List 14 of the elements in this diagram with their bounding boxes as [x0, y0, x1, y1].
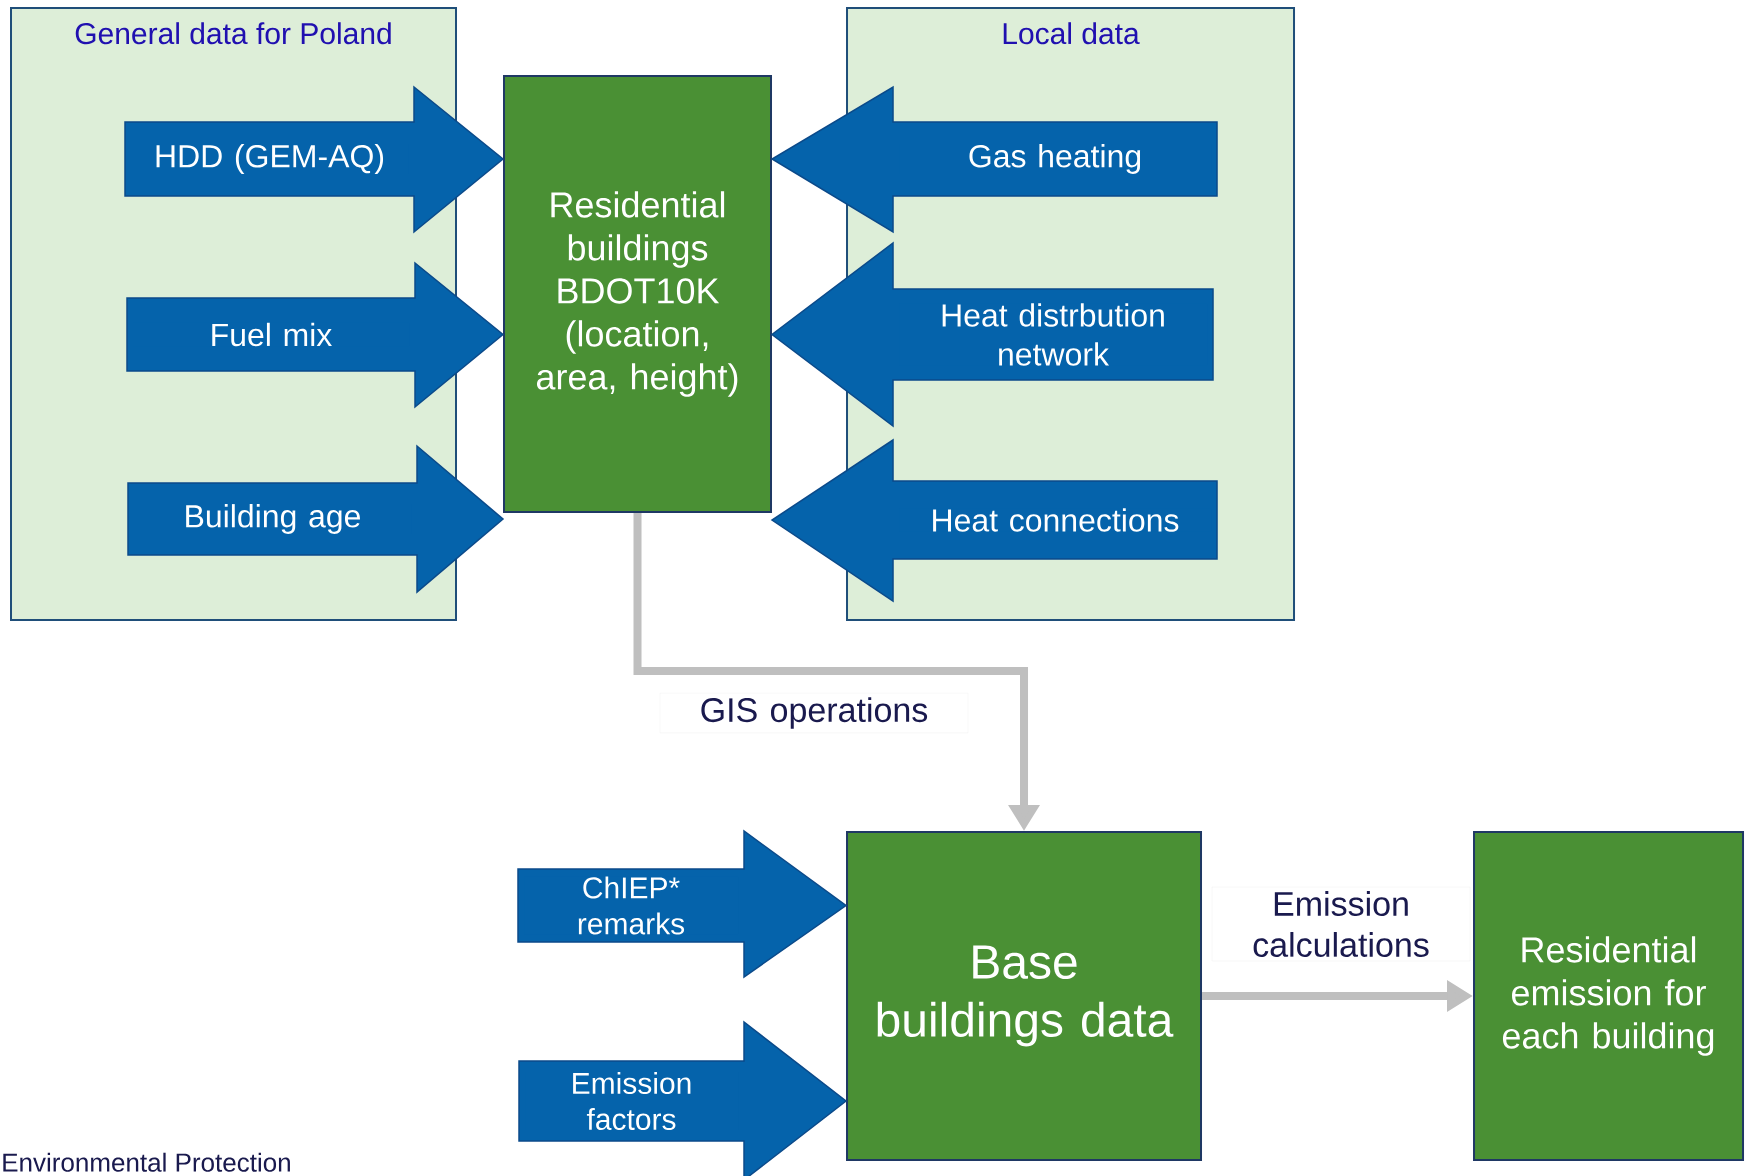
edge-label: Heat connections: [933, 508, 1179, 532]
edge-label: HDD (GEM-AQ): [156, 144, 384, 174]
edge-label: GIS operations: [701, 697, 928, 729]
edge-label: Gas heating: [969, 144, 1141, 174]
process-box: Residential emission for each building: [1473, 831, 1744, 1161]
edge-label: Heat distrbution network: [942, 303, 1164, 366]
process-box: Base buildings data: [846, 831, 1202, 1161]
edge-label: ChIEP* remarks: [578, 876, 685, 935]
edge-label: Building age: [186, 504, 360, 534]
footer-text: Environmental Protection: [3, 1152, 290, 1172]
edge-label: Fuel mix: [212, 322, 332, 347]
edge-label: Emission calculations: [1253, 891, 1429, 957]
edge-label: Emission factors: [573, 1072, 691, 1131]
process-box: Residential buildings BDOT10K (location, area, height): [503, 75, 772, 513]
